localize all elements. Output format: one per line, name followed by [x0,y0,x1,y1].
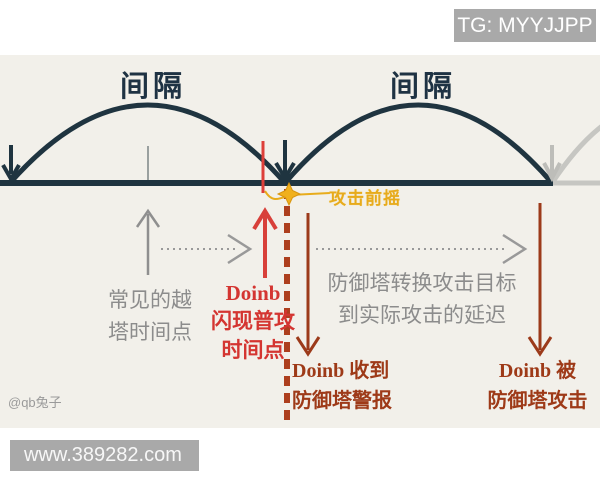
doinb-alert-label: Doinb 收到 防御塔警报 [292,360,392,412]
tower-switch-delay-label: 防御塔转换攻击目标 到实际攻击的延迟 [327,271,517,327]
website-badge: www.389282.com [10,440,199,471]
common-dive-timing-label: 常见的越 塔时间点 [108,288,192,344]
attack-point-arrow-future [542,145,562,183]
interval-arc-future [549,124,600,185]
windup-star-icon [276,181,302,207]
alert-down-arrow [295,213,321,357]
interval-arc-right [283,102,554,185]
attack-point-arrow-left [1,145,21,184]
tower-hit-down-arrow [527,203,553,357]
attack-windup-label: 攻击前摇 [329,189,401,208]
doinb-flash-timing-label: Doinb 闪现普攻 时间点 [211,281,295,362]
author-watermark: @qb兔子 [8,395,62,410]
shift-right-dashed-arrow [161,233,253,265]
tower-delay-dashed-arrow [316,233,528,265]
interval-label-left: 间隔 [119,71,186,103]
doinb-attacked-label: Doinb 被 防御塔攻击 [487,360,588,412]
diagram-panel [0,55,600,428]
interval-arc-left [8,102,287,185]
doinb-flash-up-arrow [252,207,278,278]
telegram-badge: TG: MYYJJPP [454,9,596,42]
attack-point-arrow-middle [274,140,296,182]
common-dive-up-arrow [135,208,161,275]
interval-label-right: 间隔 [389,71,456,103]
